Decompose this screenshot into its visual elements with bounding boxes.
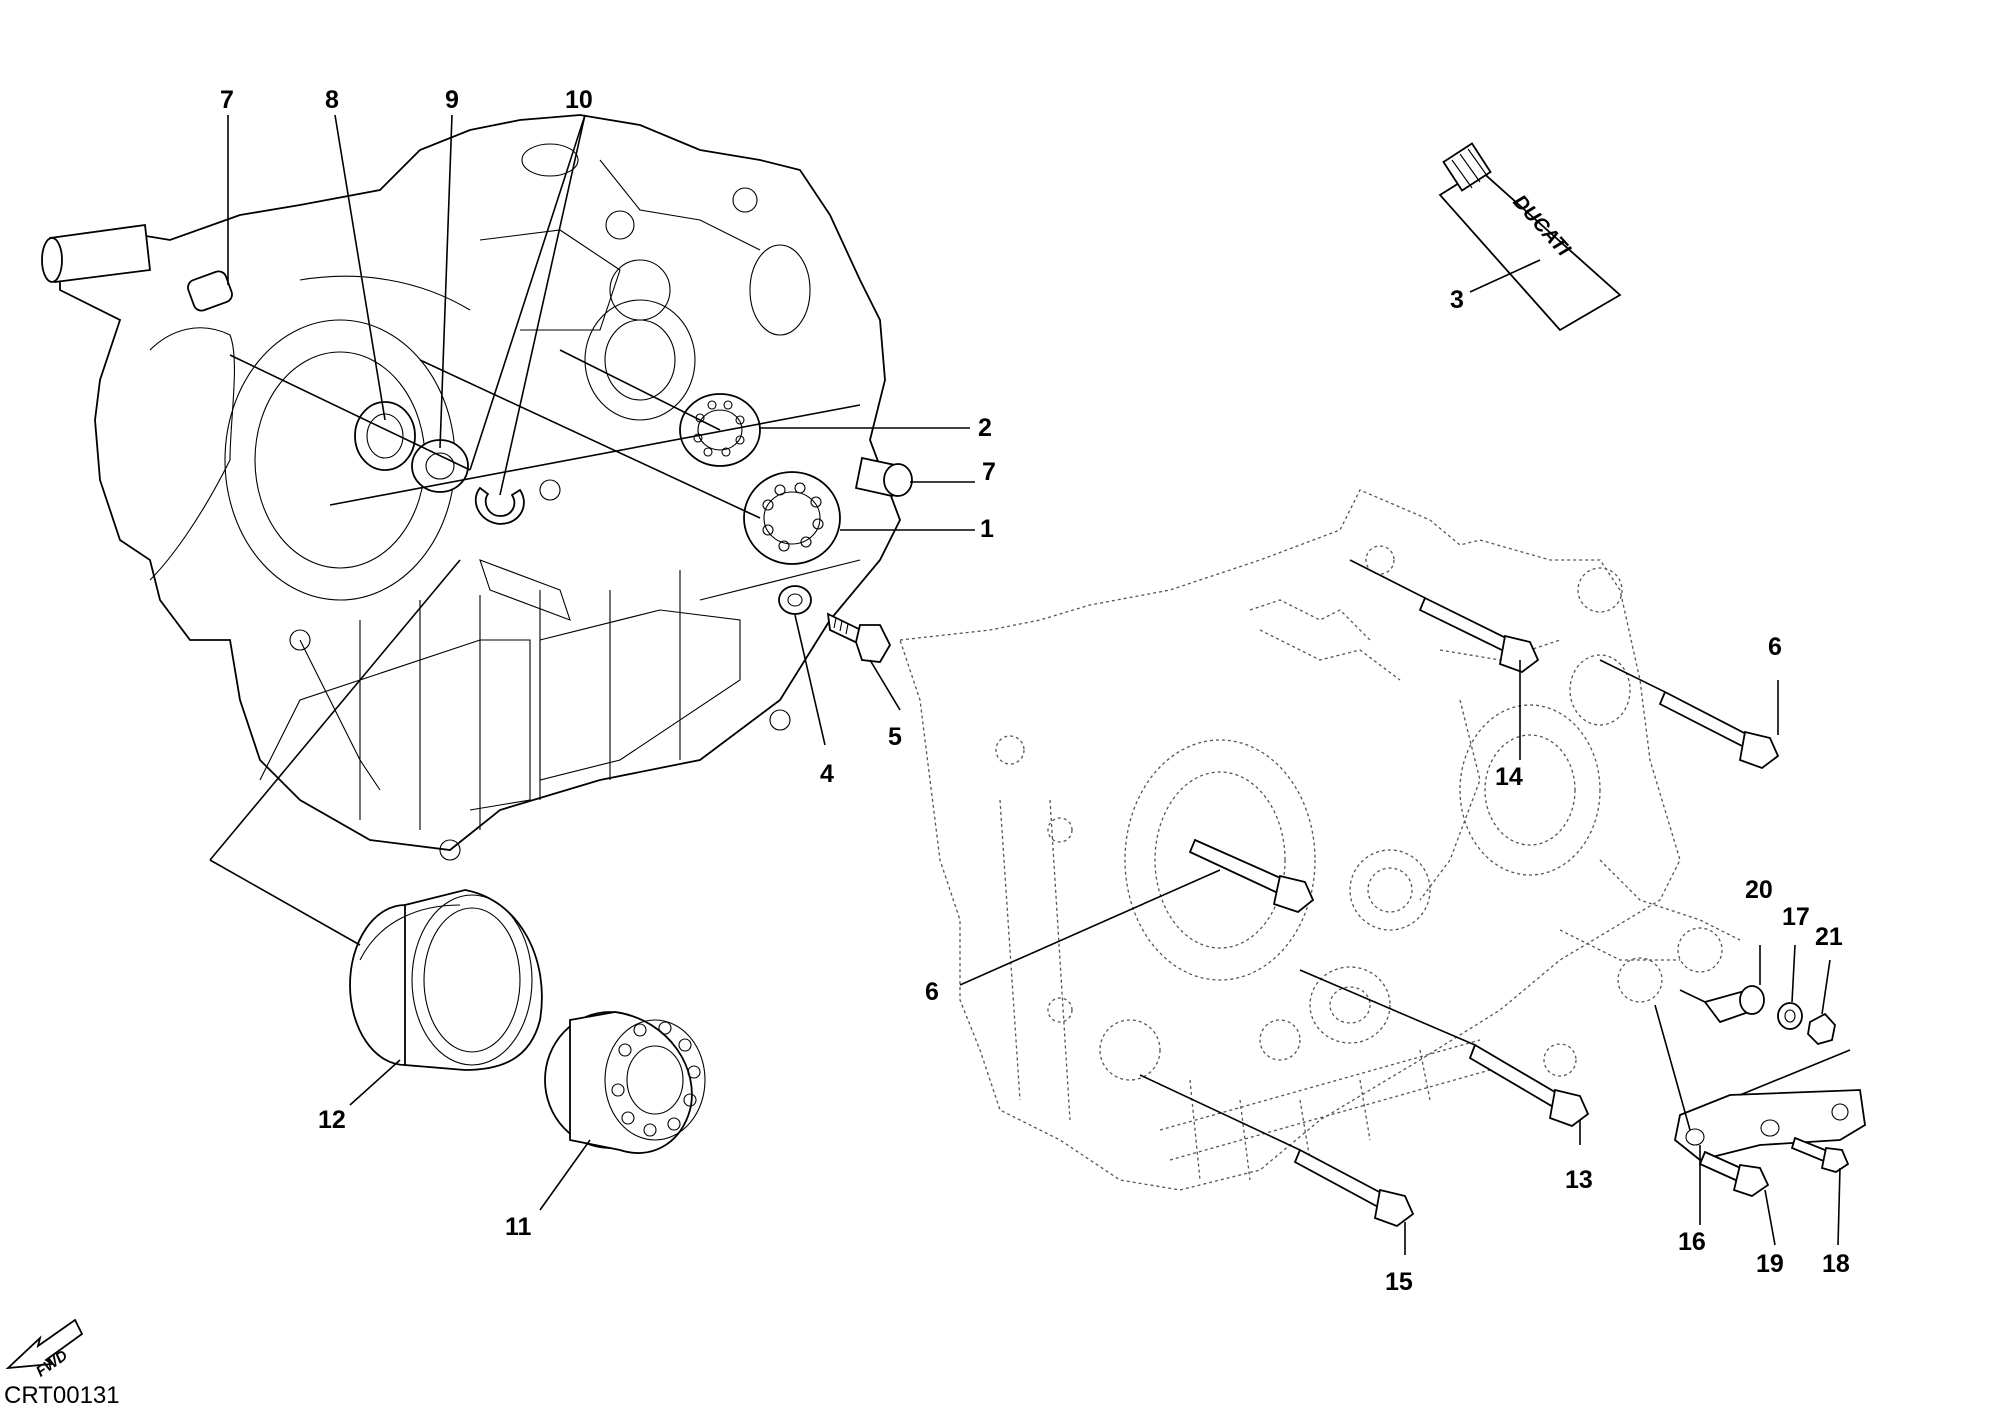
callout-7: 7 (220, 86, 234, 114)
callout-19: 19 (1756, 1250, 1784, 1278)
callout-18: 18 (1822, 1250, 1850, 1278)
bushing-12 (349, 889, 543, 1071)
collar-17 (1777, 1002, 1803, 1030)
nut-21 (1807, 1012, 1836, 1046)
bearing-1 (743, 471, 841, 565)
callout-8: 8 (325, 86, 339, 114)
callout-5: 5 (888, 723, 902, 751)
callout-20: 20 (1745, 876, 1773, 904)
screw-19 (1698, 1150, 1770, 1197)
callout-14: 14 (1495, 763, 1523, 791)
left-crankcase-half (41, 114, 901, 861)
sealant-tube: DUCATI (1438, 142, 1622, 332)
screw-18 (1790, 1136, 1850, 1173)
callout-11: 11 (505, 1213, 532, 1241)
callout-9: 9 (445, 86, 459, 114)
callout-21: 21 (1815, 923, 1843, 951)
spacer-20 (1703, 985, 1765, 1024)
callout-2: 2 (978, 414, 992, 442)
bracket-16 (1674, 1089, 1866, 1161)
circlip-10 (474, 486, 525, 525)
callout-1: 1 (980, 515, 994, 543)
leader-lines (209, 114, 1851, 1255)
callout-12: 12 (318, 1106, 346, 1134)
bolt-15 (1293, 1148, 1415, 1228)
callout-13: 13 (1565, 1166, 1593, 1194)
dowel-7-right (854, 456, 913, 497)
callout-labels: 7 8 9 10 3 2 7 1 5 4 12 11 6 6 14 13 15 … (220, 86, 1850, 1296)
oil-seal-8 (354, 401, 416, 471)
callout-7-right: 7 (982, 458, 996, 486)
forward-arrow-icon: FWD (5, 1318, 84, 1381)
callout-16: 16 (1678, 1228, 1706, 1256)
bolt-13 (1468, 1043, 1590, 1128)
callout-4: 4 (820, 760, 834, 788)
washer-4 (778, 585, 812, 615)
diagram-code: CRT00131 (4, 1382, 120, 1409)
screw-5 (826, 612, 892, 663)
bearing-11 (544, 1011, 706, 1154)
callout-17: 17 (1782, 903, 1810, 931)
callout-6-lower: 6 (925, 978, 939, 1006)
callout-3: 3 (1450, 286, 1464, 314)
bolt-6-upper (1658, 690, 1780, 770)
callout-15: 15 (1385, 1268, 1413, 1296)
callout-6-upper: 6 (1768, 633, 1782, 661)
bolt-14 (1418, 596, 1540, 674)
right-crankcase-half (899, 489, 1741, 1191)
bolt-6-lower (1188, 838, 1315, 914)
callout-10: 10 (565, 86, 593, 114)
